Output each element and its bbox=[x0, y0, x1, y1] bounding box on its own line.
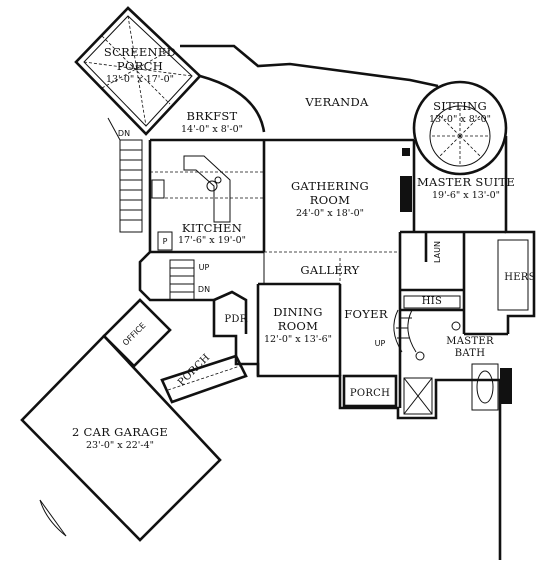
master-suite-dims: 19'-6" x 13'-0" bbox=[432, 190, 500, 201]
pdr-label: PDR bbox=[224, 314, 247, 325]
kitchen-island bbox=[151, 155, 231, 251]
master-bath-fixtures bbox=[403, 321, 499, 415]
kitchen-label: KITCHEN bbox=[182, 221, 242, 235]
hers-label: HERS bbox=[504, 272, 536, 283]
dining-room-dims: 12'-0" x 13'-6" bbox=[264, 334, 332, 345]
gathering-room-dims: 24'-0" x 18'-0" bbox=[296, 208, 364, 219]
exterior-stair-top bbox=[107, 117, 143, 233]
kitchen-dims: 17'-6" x 19'-0" bbox=[178, 235, 246, 246]
screened-porch-label-1: SCREENED bbox=[104, 45, 176, 59]
garage-label: 2 CAR GARAGE bbox=[72, 425, 168, 439]
porch-front-label: PORCH bbox=[350, 388, 390, 399]
dining-room-label-2: ROOM bbox=[278, 319, 319, 333]
fireplaces bbox=[400, 148, 512, 404]
porch-side-label: PORCH bbox=[176, 352, 212, 388]
office-label: OFFICE bbox=[121, 321, 148, 348]
dn-top-marker: DN bbox=[118, 129, 130, 138]
master-suite-label: MASTER SUITE bbox=[417, 175, 515, 189]
gallery-label: GALLERY bbox=[300, 263, 359, 277]
interior-stair bbox=[169, 259, 195, 301]
screened-porch-label-2: PORCH bbox=[117, 59, 163, 73]
garage-dims: 23'-0" x 22'-4" bbox=[86, 440, 154, 451]
up-foyer-marker: UP bbox=[375, 339, 386, 348]
markers: DN UP DN UP P bbox=[118, 129, 386, 348]
up-stair-marker: UP bbox=[199, 263, 210, 272]
gathering-room-label-2: ROOM bbox=[310, 193, 351, 207]
his-label: HIS bbox=[422, 296, 442, 307]
veranda-label: VERANDA bbox=[304, 95, 369, 109]
sitting-ceiling-lines bbox=[430, 106, 490, 166]
screened-porch-dims: 13'-0" x 17'-0" bbox=[106, 74, 174, 85]
pantry-marker: P bbox=[163, 237, 168, 246]
brkfst-dims: 14'-0" x 8'-0" bbox=[181, 124, 243, 135]
room-labels: SCREENED PORCH 13'-0" x 17'-0" BRKFST 14… bbox=[72, 45, 536, 451]
foyer-label: FOYER bbox=[344, 307, 388, 321]
laun-label: LAUN bbox=[433, 241, 442, 263]
garage bbox=[20, 334, 222, 542]
interior-walls bbox=[150, 140, 529, 408]
dining-room-label-1: DINING bbox=[273, 305, 322, 319]
dn-stair-marker: DN bbox=[198, 285, 210, 294]
master-bath-label-1: MASTER bbox=[446, 336, 494, 347]
brkfst-label: BRKFST bbox=[186, 109, 237, 123]
screened-porch-area bbox=[74, 6, 202, 136]
gathering-room-label-1: GATHERING bbox=[291, 179, 369, 193]
master-bath-label-2: BATH bbox=[455, 348, 486, 359]
foyer-curved-stair bbox=[393, 309, 417, 353]
sitting-label: SITTING bbox=[433, 99, 487, 113]
sitting-dims: 13'-0" x 8'-0" bbox=[429, 114, 491, 125]
